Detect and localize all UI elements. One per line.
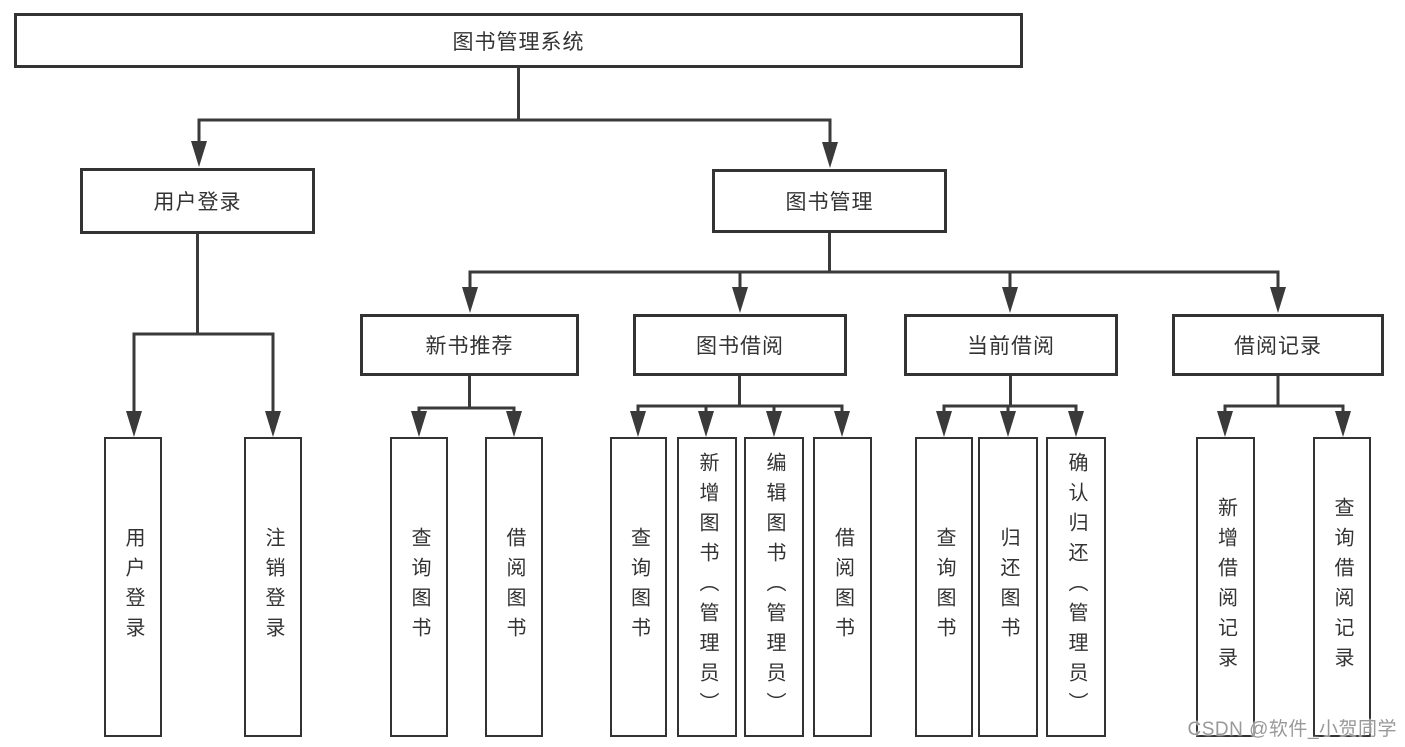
- arrowhead: [630, 411, 646, 437]
- arrowhead: [191, 141, 207, 167]
- node-label: 借阅图书: [831, 527, 854, 647]
- connector-path: [132, 68, 1345, 412]
- node-library-system: 图书管理系统: [14, 13, 1023, 68]
- leaf-recommend-borrow-book: 借阅图书: [485, 437, 543, 737]
- arrowhead: [822, 142, 838, 168]
- node-label: 查询图书: [408, 527, 430, 647]
- arrowhead: [766, 411, 782, 437]
- node-borrow-records: 借阅记录: [1172, 314, 1384, 376]
- arrowhead: [462, 287, 478, 313]
- arrowhead: [265, 411, 281, 437]
- node-label: 查询图书: [627, 527, 650, 647]
- leaf-current-return-book: 归还图书: [978, 437, 1038, 737]
- node-book-management: 图书管理: [712, 169, 947, 233]
- leaf-borrow-query-book: 查询图书: [610, 437, 667, 737]
- arrowhead: [1068, 411, 1084, 437]
- node-label: 新增借阅记录: [1214, 497, 1237, 677]
- watermark: CSDN @软件_小贺同学: [1187, 719, 1397, 740]
- arrowhead: [1002, 287, 1018, 313]
- arrowhead: [834, 411, 850, 437]
- arrowhead: [698, 411, 714, 437]
- node-label: 编辑图书（管理员）: [763, 452, 785, 722]
- node-label: 确认归还（管理员）: [1065, 452, 1087, 722]
- arrowhead: [732, 287, 748, 313]
- leaf-record-add-borrow-record: 新增借阅记录: [1196, 437, 1255, 737]
- arrowhead: [126, 411, 142, 437]
- arrowhead: [1217, 411, 1233, 437]
- leaf-recommend-query-book: 查询图书: [390, 437, 448, 737]
- arrowhead: [411, 411, 427, 437]
- node-label: 注销登录: [262, 527, 284, 647]
- leaf-borrow-borrow-book: 借阅图书: [813, 437, 872, 737]
- node-label: 查询借阅记录: [1331, 497, 1353, 677]
- arrowhead: [1270, 287, 1286, 313]
- leaf-borrow-edit-book-admin: 编辑图书（管理员）: [744, 437, 804, 737]
- node-current-borrow: 当前借阅: [904, 314, 1118, 376]
- node-book-borrow: 图书借阅: [633, 314, 847, 376]
- arrowheads: [126, 141, 1351, 437]
- leaf-logout-login: 注销登录: [244, 437, 302, 737]
- arrowhead: [936, 411, 952, 437]
- node-user-login: 用户登录: [80, 168, 315, 234]
- leaf-user-login: 用户登录: [104, 437, 162, 737]
- node-label: 借阅图书: [503, 527, 525, 647]
- arrowhead: [506, 411, 522, 437]
- node-label: 归还图书: [997, 527, 1019, 647]
- node-label: 新增图书（管理员）: [696, 452, 718, 722]
- arrowhead: [1335, 411, 1351, 437]
- leaf-record-query-borrow-record: 查询借阅记录: [1313, 437, 1371, 737]
- arrowhead: [1000, 411, 1016, 437]
- leaf-borrow-add-book-admin: 新增图书（管理员）: [677, 437, 737, 737]
- leaf-current-query-book: 查询图书: [915, 437, 973, 737]
- node-label: 查询图书: [933, 527, 955, 647]
- leaf-current-confirm-return-admin: 确认归还（管理员）: [1046, 437, 1106, 737]
- node-new-book-recommend: 新书推荐: [360, 314, 579, 376]
- node-label: 用户登录: [122, 527, 144, 647]
